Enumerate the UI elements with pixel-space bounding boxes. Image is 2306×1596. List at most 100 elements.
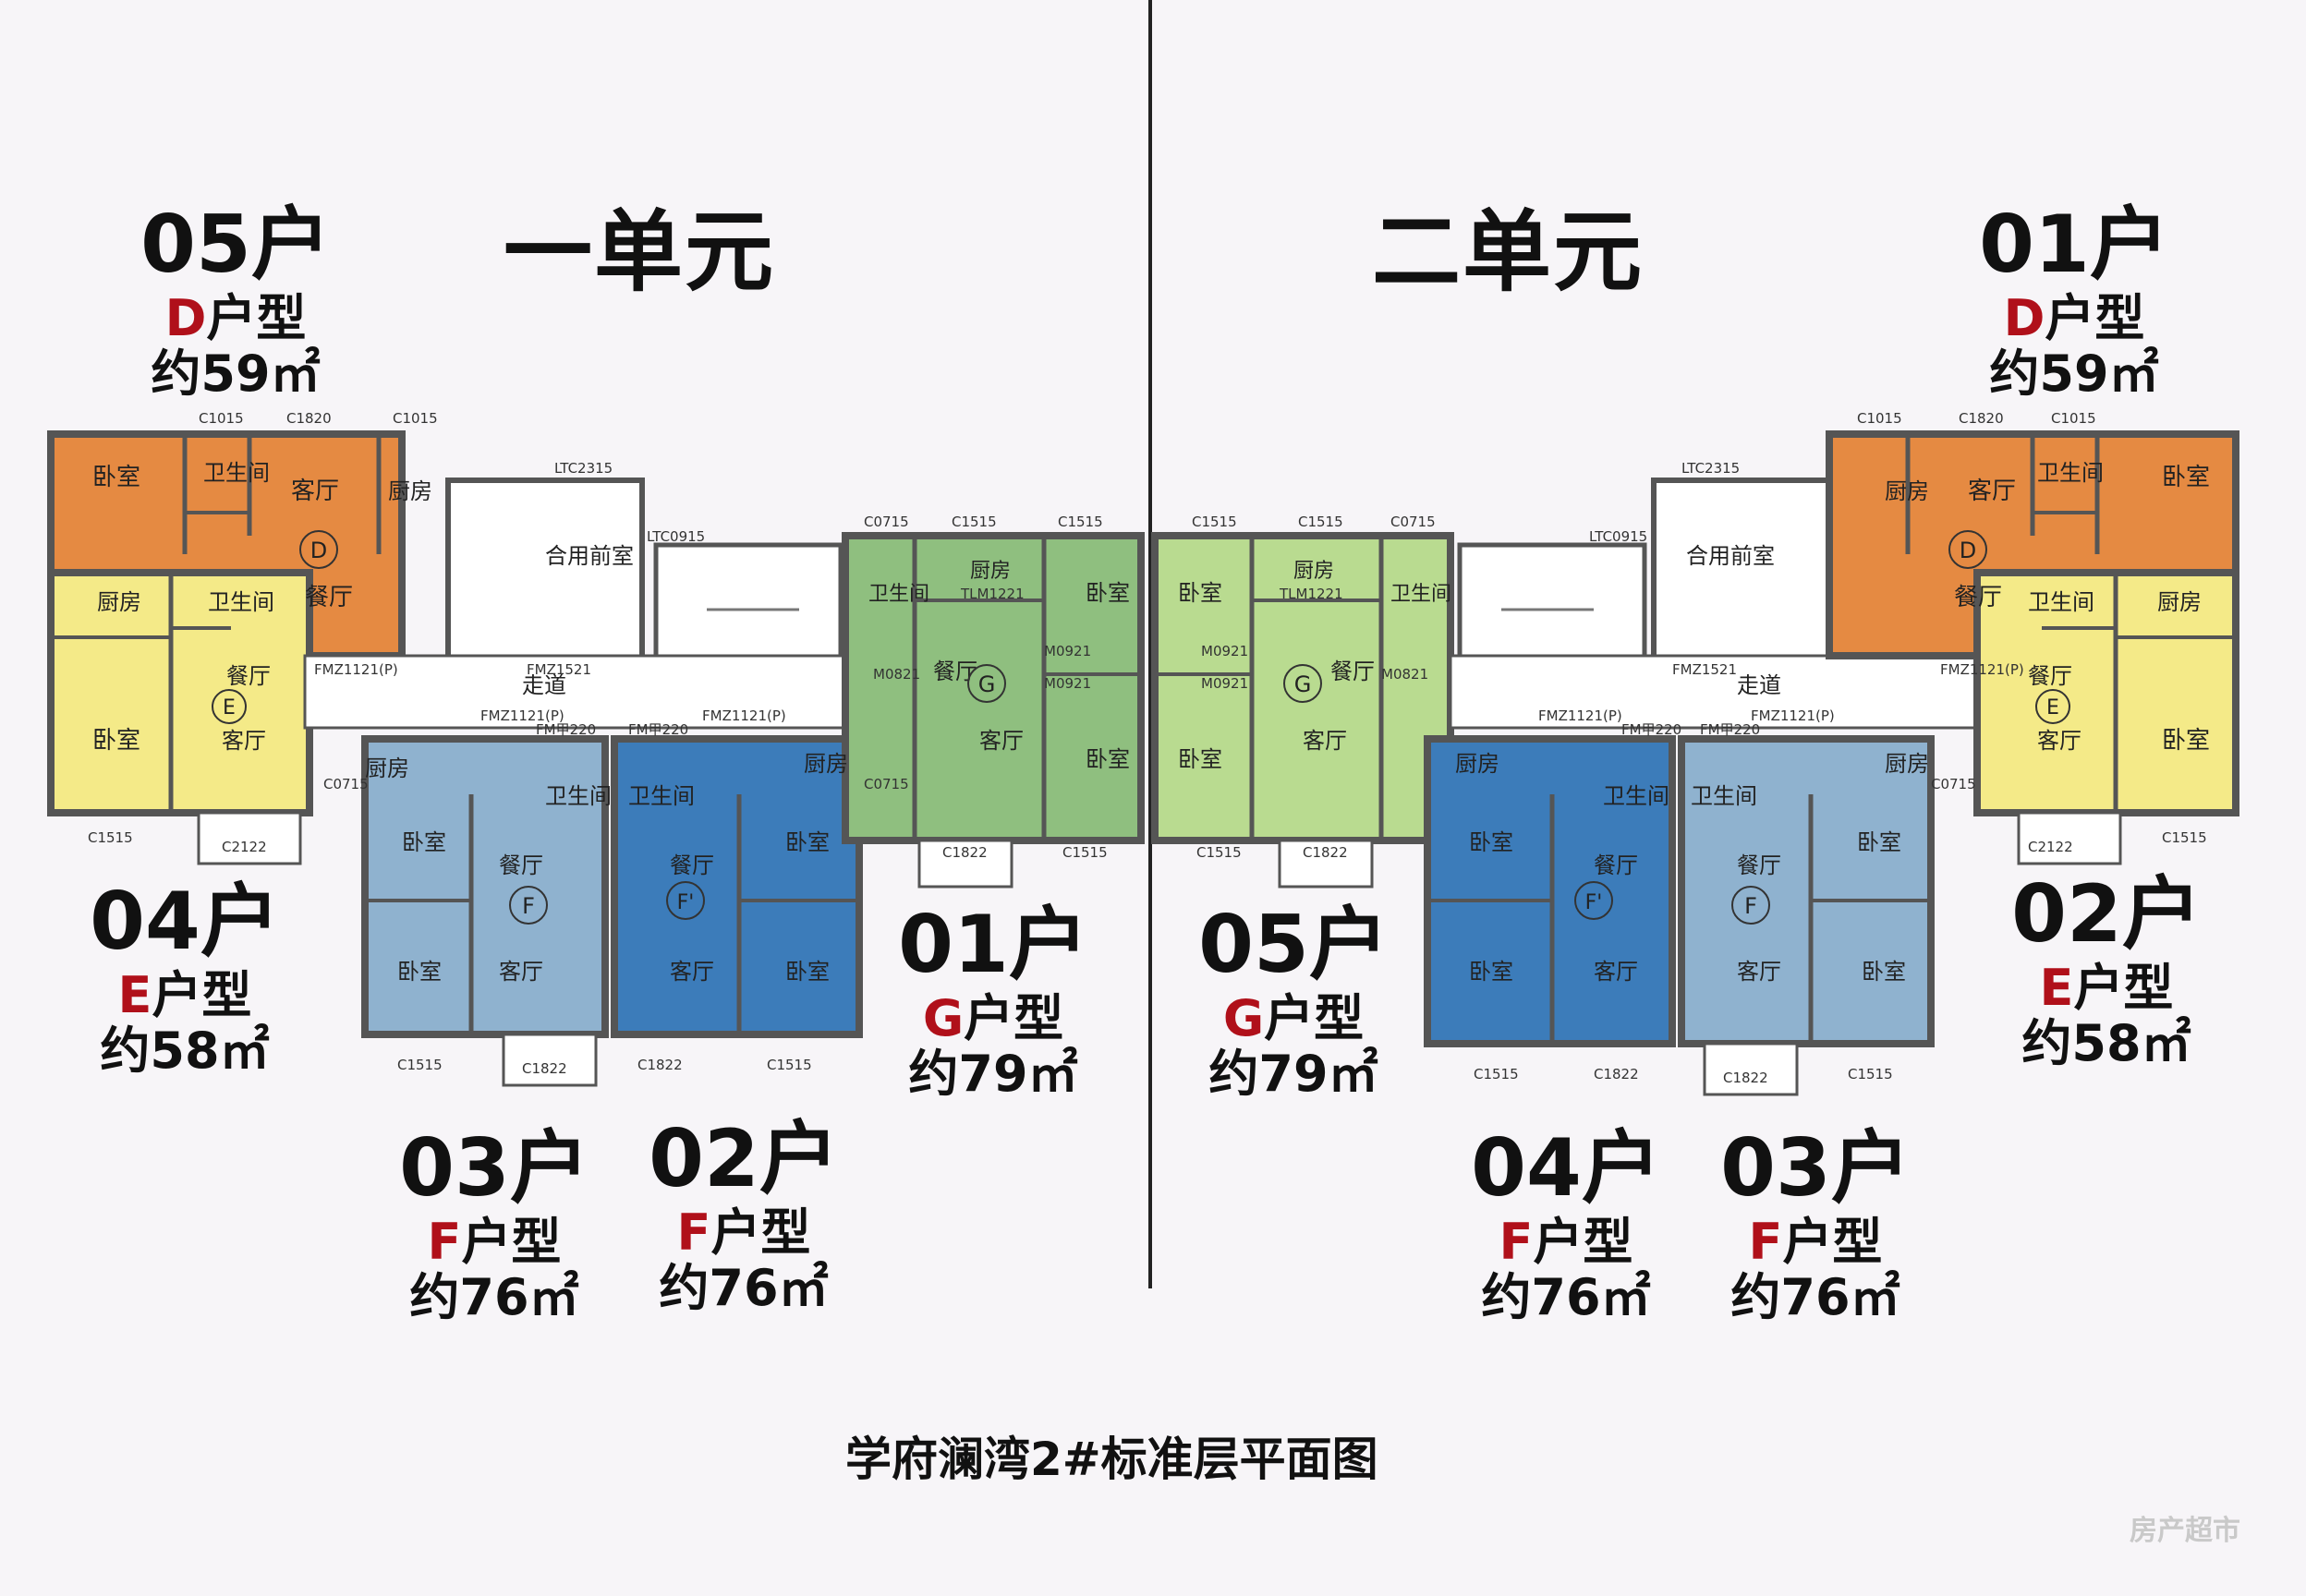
type-suffix: 户型 [461,1213,562,1271]
apt-label-u1-04: 04户 E户型 约58㎡ [88,882,282,1076]
room-label: 餐厅 [499,852,543,878]
room-label: 合用前室 [545,543,634,569]
door-code: M0921 [1201,643,1248,659]
room-label: 客厅 [1737,959,1781,985]
apt-label-u2-01: 01户 D户型 约59㎡ [1977,205,2171,399]
type-mark-u2-Fp: F' [1574,881,1613,920]
bay-window [197,811,302,865]
room-label: 厨房 [804,751,848,777]
room-label: 厨房 [1885,478,1929,504]
room-label: 卫生间 [1691,783,1757,809]
door-code: M0821 [873,666,920,683]
corridor-u2 [1449,654,1988,730]
door-code: FM甲220 [536,721,596,738]
window-code: LTC0915 [1589,528,1647,545]
door-code: FM甲220 [1700,721,1760,738]
room-label: 厨房 [388,478,432,504]
type-mark-u2-F: F [1731,886,1770,925]
door-code: M0921 [1044,643,1091,659]
room-label: 卧室 [2162,464,2210,491]
apt-area: 约59㎡ [151,345,321,403]
type-letter: E [117,966,152,1024]
svg-text:G: G [1294,671,1312,697]
unit-1-title: 一单元 [504,200,775,304]
room-label: 餐厅 [933,659,977,684]
apt-area: 约58㎡ [100,1022,270,1080]
apt-type: G户型 [896,994,1090,1044]
apt-area: 约79㎡ [1208,1045,1378,1103]
room-label: 合用前室 [1686,543,1775,569]
apt-label-u1-03: 03户 F户型 约76㎡ [397,1129,591,1323]
room-label: 卧室 [1086,746,1130,772]
window-code: C1515 [767,1057,812,1073]
door-code: FMZ1121(P) [314,661,398,678]
window-code: C1820 [1959,410,2004,427]
window-code: C1015 [393,410,438,427]
apt-label-u1-02: 02户 F户型 约76㎡ [647,1119,841,1313]
room-label: 餐厅 [1594,852,1638,878]
window-code: LTC2315 [554,460,613,477]
type-mark-u1-D: D [299,530,338,569]
apt-number: 02户 [649,1113,839,1205]
apt-area: 约79㎡ [908,1045,1078,1103]
room-label: 餐厅 [226,663,271,689]
apt-u2-03-F [1678,735,1935,1047]
room-label: 客厅 [979,728,1024,754]
bay-window [2017,811,2122,865]
window-code: C1822 [1303,844,1348,861]
room-label: 卧室 [1178,746,1222,772]
type-suffix: 户型 [152,966,252,1024]
room-label: 卫生间 [628,783,695,809]
room-label: 餐厅 [305,584,353,611]
room-label: 卫生间 [1390,583,1451,606]
core-hall [445,478,645,677]
room-label: 餐厅 [1954,584,2002,611]
apt-type: E户型 [2009,963,2203,1013]
room-label: 客厅 [222,728,266,754]
room-label: 卧室 [1086,580,1130,606]
window-code: C1822 [522,1060,567,1077]
room-label: 客厅 [2037,728,2081,754]
room-label: 卫生间 [2028,589,2094,615]
room-label: 餐厅 [1330,659,1375,684]
type-suffix: 户型 [964,989,1064,1047]
window-code: C1515 [88,829,133,846]
room-label: 走道 [1737,672,1781,698]
apt-number: 03户 [1720,1122,1911,1215]
apt-number: 04户 [90,876,280,968]
type-mark-u1-E: E [212,689,247,724]
unit-2-title: 二单元 [1372,200,1644,304]
stair [1457,542,1647,663]
apt-label-u1-01: 01户 G户型 约79㎡ [896,905,1090,1099]
room-label: 卧室 [397,959,442,985]
room-label: 卧室 [785,829,830,855]
apt-area: 约58㎡ [2021,1014,2191,1072]
room-label: 厨房 [2157,589,2202,615]
room-label: 卫生间 [208,589,274,615]
room-label: 客厅 [670,959,714,985]
room-label: 卧室 [1469,959,1513,985]
door-code: M0921 [1044,675,1091,692]
window-code: C1515 [1298,514,1343,530]
core-hall [1651,478,1851,677]
window-code: C1015 [2051,410,2096,427]
door-code: FM甲220 [628,721,688,738]
room-label: 客厅 [1968,478,2016,505]
window-code: C1515 [1058,514,1103,530]
door-code: FMZ1521 [527,661,591,678]
room-label: 卧室 [92,464,140,491]
room-label: 厨房 [365,756,409,781]
floor-plan-caption: 学府澜湾2#标准层平面图 [845,1433,1378,1486]
room-label: 卧室 [1857,829,1901,855]
apt-number: 04户 [1471,1122,1661,1215]
window-code: C1822 [1723,1070,1768,1086]
type-suffix: 户型 [2045,289,2145,347]
type-letter: D [2003,289,2045,347]
window-code: LTC0915 [647,528,705,545]
svg-text:F: F [1744,893,1757,919]
window-code: C1515 [1196,844,1242,861]
room-label: 客厅 [1594,959,1638,985]
apt-u2-02-E [1973,569,2239,816]
window-code: C1515 [952,514,997,530]
